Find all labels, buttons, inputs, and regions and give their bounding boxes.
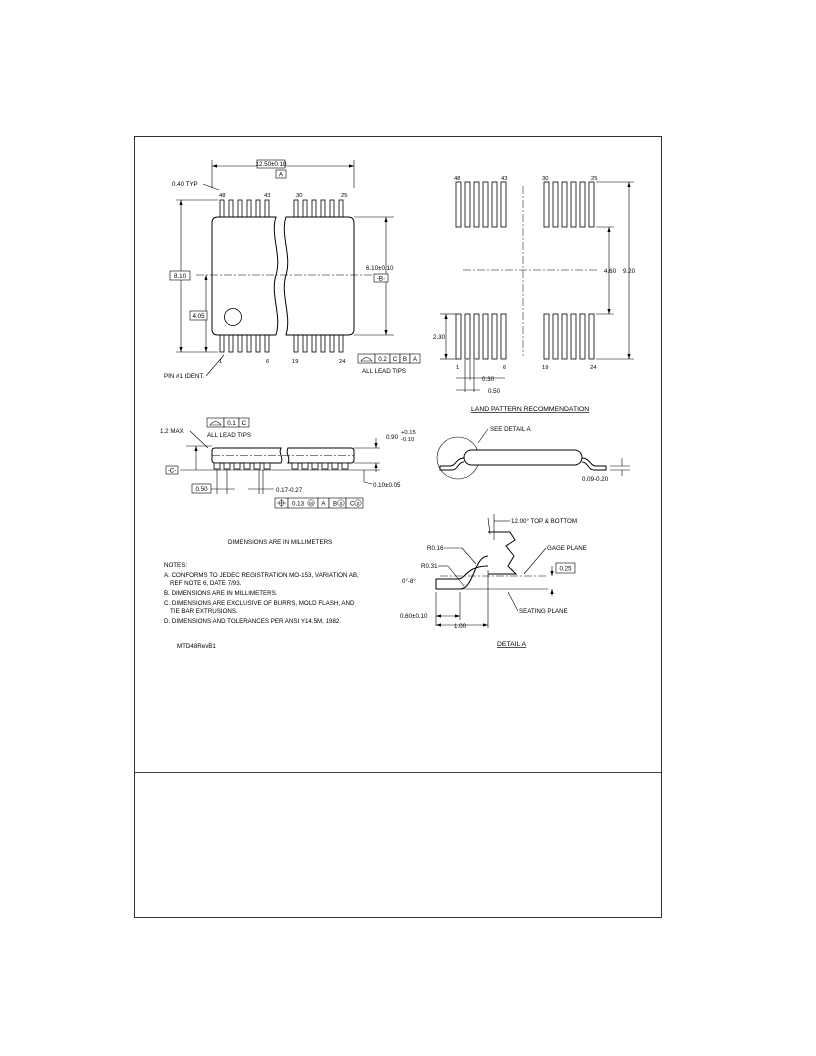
land-pattern: 48 43 30 25 bbox=[433, 176, 636, 413]
pin-1-label: 1 bbox=[219, 359, 222, 365]
detail-lead bbox=[435, 555, 489, 590]
pin1-ident-label: PIN #1 IDENT. bbox=[164, 373, 205, 380]
land-dim-pitch: 0.50 bbox=[488, 388, 501, 395]
end-view: SEE DETAIL A 0.09-0.20 bbox=[436, 426, 630, 483]
pin-25-label: 25 bbox=[341, 193, 347, 199]
drawing-id: MTD48RevB1 bbox=[177, 643, 216, 650]
end-view-body bbox=[463, 449, 583, 466]
land-pin-6: 6 bbox=[503, 365, 506, 371]
svg-text:S: S bbox=[356, 501, 359, 506]
radius-lower: R0.31 bbox=[421, 563, 438, 570]
note-c-cont: TIE BAR EXTRUSIONS. bbox=[170, 608, 238, 615]
notes-block: NOTES: A. CONFORMS TO JEDEC REGISTRATION… bbox=[164, 562, 359, 625]
position-datum-c: C bbox=[350, 501, 355, 508]
detail-title: DETAIL A bbox=[497, 641, 527, 648]
side-leads bbox=[213, 462, 349, 470]
top-view: 12.50±0.10 A 0.40 TYP 48 43 30 25 bbox=[164, 159, 421, 380]
profile-tolerance-frame: 0.2 C B A bbox=[357, 353, 421, 364]
land-dim-inner: 4.60 bbox=[604, 268, 617, 275]
max-height: 1.2 MAX bbox=[160, 428, 184, 435]
dim-length: 12.50±0.10 bbox=[256, 161, 287, 168]
dim-body-width: 6.10±0.10 bbox=[366, 265, 394, 272]
fcf-profile-value: 0.2 bbox=[378, 356, 387, 363]
all-lead-tips-side: ALL LEAD TIPS bbox=[207, 432, 251, 439]
fcf-datum-c: C bbox=[393, 356, 398, 363]
land-pin-43: 43 bbox=[501, 176, 507, 182]
dim-half-width: 4.05 bbox=[192, 313, 205, 320]
land-pin-48: 48 bbox=[454, 176, 460, 182]
fcf-datum-a: A bbox=[413, 356, 418, 363]
flatness-frame: 0.1 C bbox=[206, 417, 250, 428]
land-dim-pad-width: 0.30 bbox=[482, 376, 495, 383]
lead-length: 1.00 bbox=[454, 623, 467, 630]
bottom-leads bbox=[219, 333, 344, 353]
datum-a: A bbox=[279, 172, 284, 179]
note-b: B. DIMENSIONS ARE IN MILLIMETERS. bbox=[164, 590, 278, 597]
land-pin-24: 24 bbox=[590, 365, 597, 371]
top-leads bbox=[219, 199, 344, 219]
position-tolerance-frame: 0.13 M A B S C S bbox=[274, 497, 364, 509]
drawing-frame bbox=[134, 136, 662, 918]
gage-value: 0.25 bbox=[559, 566, 572, 573]
units-note: DIMENSIONS ARE IN MILLIMETERS bbox=[228, 539, 332, 546]
radius-upper: R0.16 bbox=[427, 545, 444, 552]
land-pin-19: 19 bbox=[542, 365, 548, 371]
package-body-left bbox=[211, 216, 279, 336]
side-view: 0.1 C ALL LEAD TIPS 1.2 MAX bbox=[160, 417, 416, 509]
land-pattern-title: LAND PATTERN RECOMMENDATION bbox=[471, 406, 589, 413]
datum-b: -B- bbox=[377, 276, 385, 283]
pin-24-label: 24 bbox=[339, 359, 346, 365]
body-thickness: 0.90 bbox=[386, 434, 399, 441]
flatness-value: 0.1 bbox=[227, 420, 236, 427]
foot-angle: 0°-8° bbox=[402, 578, 416, 585]
note-a-cont: REF NOTE 6, DATE 7/93. bbox=[170, 580, 242, 587]
fcf-datum-b: B bbox=[403, 356, 407, 363]
pin-30-label: 30 bbox=[296, 193, 302, 199]
detail-a: 12.00° TOP & BOTTOM R0.16 R0.31 0°-8° GA… bbox=[400, 514, 587, 648]
lead-pitch-typ: 0.40 TYP bbox=[172, 181, 198, 188]
pin1-marker bbox=[224, 308, 242, 326]
svg-text:M: M bbox=[309, 501, 313, 506]
pin-19-label: 19 bbox=[292, 359, 298, 365]
flatness-datum: C bbox=[242, 420, 247, 427]
land-dim-pad-length: 2.30 bbox=[433, 334, 446, 341]
foot-length: 0.60±0.10 bbox=[400, 613, 428, 620]
svg-text:S: S bbox=[339, 501, 342, 506]
note-a: A. CONFORMS TO JEDEC REGISTRATION MO-153… bbox=[164, 572, 359, 579]
pin-48-label: 48 bbox=[219, 193, 225, 199]
see-detail-label: SEE DETAIL A bbox=[490, 426, 531, 433]
note-d: D. DIMENSIONS AND TOLERANCES PER ANSI Y1… bbox=[164, 618, 341, 625]
body-tol-plus: +0.15 bbox=[401, 430, 416, 436]
position-value: 0.13 bbox=[292, 501, 305, 508]
lead-width: 0.17-0.27 bbox=[276, 487, 303, 494]
land-dim-outer: 9.20 bbox=[623, 268, 636, 275]
package-body-right bbox=[283, 216, 355, 336]
land-pin-25: 25 bbox=[591, 176, 597, 182]
note-c: C. DIMENSIONS ARE EXCLUSIVE OF BURRS, MO… bbox=[164, 600, 355, 607]
seating-plane-label: SEATING PLANE bbox=[519, 608, 568, 615]
land-pin-30: 30 bbox=[542, 176, 548, 182]
lead-thickness: 0.09-0.20 bbox=[582, 476, 609, 483]
notes-heading: NOTES: bbox=[164, 562, 187, 569]
angle-top-bottom: 12.00° TOP & BOTTOM bbox=[511, 518, 577, 525]
position-datum-b: B bbox=[333, 501, 337, 508]
land-pads-bottom bbox=[455, 313, 595, 360]
gage-plane-label: GAGE PLANE bbox=[547, 545, 587, 552]
land-pin-1: 1 bbox=[456, 365, 459, 371]
datum-c: -C- bbox=[168, 468, 177, 475]
dim-overall-width: 8.10 bbox=[174, 273, 187, 280]
pin-6-label: 6 bbox=[266, 359, 269, 365]
standoff: 0.10±0.05 bbox=[373, 482, 401, 489]
side-pitch: 0.50 bbox=[195, 486, 208, 493]
body-tol-minus: -0.10 bbox=[401, 437, 414, 443]
position-datum-a: A bbox=[321, 501, 326, 508]
all-lead-tips-top: ALL LEAD TIPS bbox=[362, 368, 406, 375]
pin-43-label: 43 bbox=[264, 193, 270, 199]
land-pads-top bbox=[455, 181, 595, 228]
